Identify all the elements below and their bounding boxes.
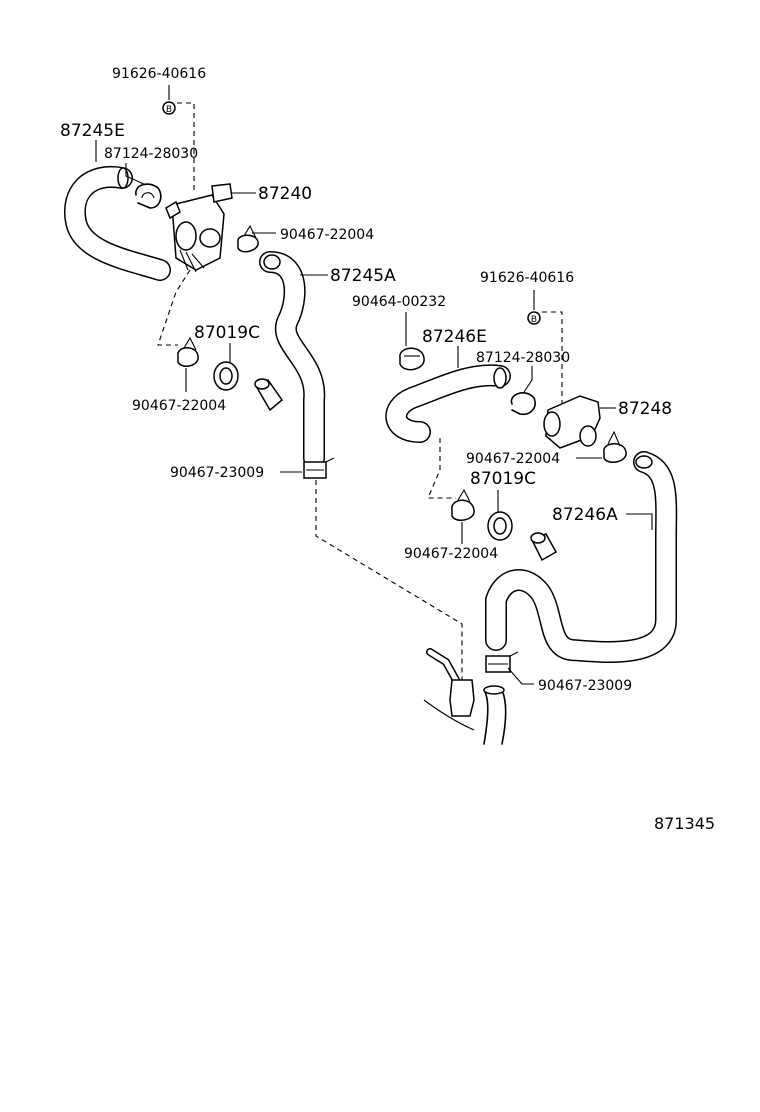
- label-87245E: 87245E: [60, 121, 125, 141]
- label-87019C-a: 87019C: [194, 323, 260, 343]
- dashed-link-bolt-valve: [177, 102, 195, 190]
- pipe-stub-left[interactable]: [254, 378, 284, 412]
- clamp-90464-00232[interactable]: [399, 347, 425, 371]
- label-90467-22004-d: 90467-22004: [404, 546, 498, 562]
- label-87248: 87248: [618, 399, 672, 419]
- dashed-link-hose-clip-right: [427, 438, 456, 499]
- label-91626-40616-b: 91626-40616: [480, 270, 574, 286]
- dashed-link-bolt-pipe-right: [542, 311, 563, 408]
- label-91626-40616-a: 91626-40616: [112, 66, 206, 82]
- label-90467-22004-b: 90467-22004: [132, 398, 226, 414]
- label-87246E: 87246E: [422, 327, 487, 347]
- clamp-87124-left[interactable]: [135, 183, 162, 209]
- dashed-link-valve-clip: [157, 269, 191, 346]
- hose-87246A[interactable]: [485, 451, 678, 663]
- label-87240: 87240: [258, 184, 312, 204]
- clip-90467-22004-c[interactable]: [603, 430, 627, 463]
- hose-87246E[interactable]: [385, 364, 511, 443]
- hose-87245E[interactable]: [63, 165, 171, 281]
- bolt-91626-right[interactable]: B: [527, 311, 541, 325]
- dashed-link-hose-pipe: [315, 480, 463, 680]
- label-87019C-b: 87019C: [470, 469, 536, 489]
- label-90467-23009-b: 90467-23009: [538, 678, 632, 694]
- grommet-87019C-right[interactable]: [487, 511, 513, 541]
- label-87124-28030-b: 87124-28030: [476, 350, 570, 366]
- diagram-id: 871345: [654, 814, 715, 833]
- clip-90467-22004-a[interactable]: [237, 224, 259, 253]
- hose-87245A[interactable]: [259, 251, 326, 469]
- clamp-87124-right[interactable]: [510, 392, 536, 416]
- leader-87124-right: [523, 366, 533, 393]
- clip-90467-22004-d[interactable]: [451, 488, 475, 521]
- label-87245A: 87245A: [330, 266, 396, 286]
- clamp-90467-23009-b[interactable]: [485, 651, 519, 673]
- leader-87124-left: [125, 163, 147, 186]
- label-90467-23009-a: 90467-23009: [170, 465, 264, 481]
- clamp-90467-23009-a[interactable]: [303, 457, 335, 479]
- clip-90467-22004-b[interactable]: [177, 336, 199, 367]
- svg-text:B: B: [531, 315, 537, 325]
- label-90467-22004-a: 90467-22004: [280, 227, 374, 243]
- pipe-87248[interactable]: [543, 395, 601, 449]
- label-90464-00232: 90464-00232: [352, 294, 446, 310]
- label-87246A: 87246A: [552, 505, 618, 525]
- pipe-stub-right[interactable]: [530, 532, 558, 562]
- leader-87246A: [626, 513, 653, 530]
- label-90467-22004-c: 90467-22004: [466, 451, 560, 467]
- svg-text:B: B: [166, 105, 172, 115]
- grommet-87019C-left[interactable]: [213, 361, 239, 391]
- engine-pipe-fittings: [423, 648, 507, 745]
- bolt-91626-left[interactable]: B: [162, 101, 176, 115]
- leader-90467-23009-b: [507, 667, 534, 685]
- valve-87240[interactable]: [165, 183, 233, 273]
- label-87124-28030-a: 87124-28030: [104, 146, 198, 162]
